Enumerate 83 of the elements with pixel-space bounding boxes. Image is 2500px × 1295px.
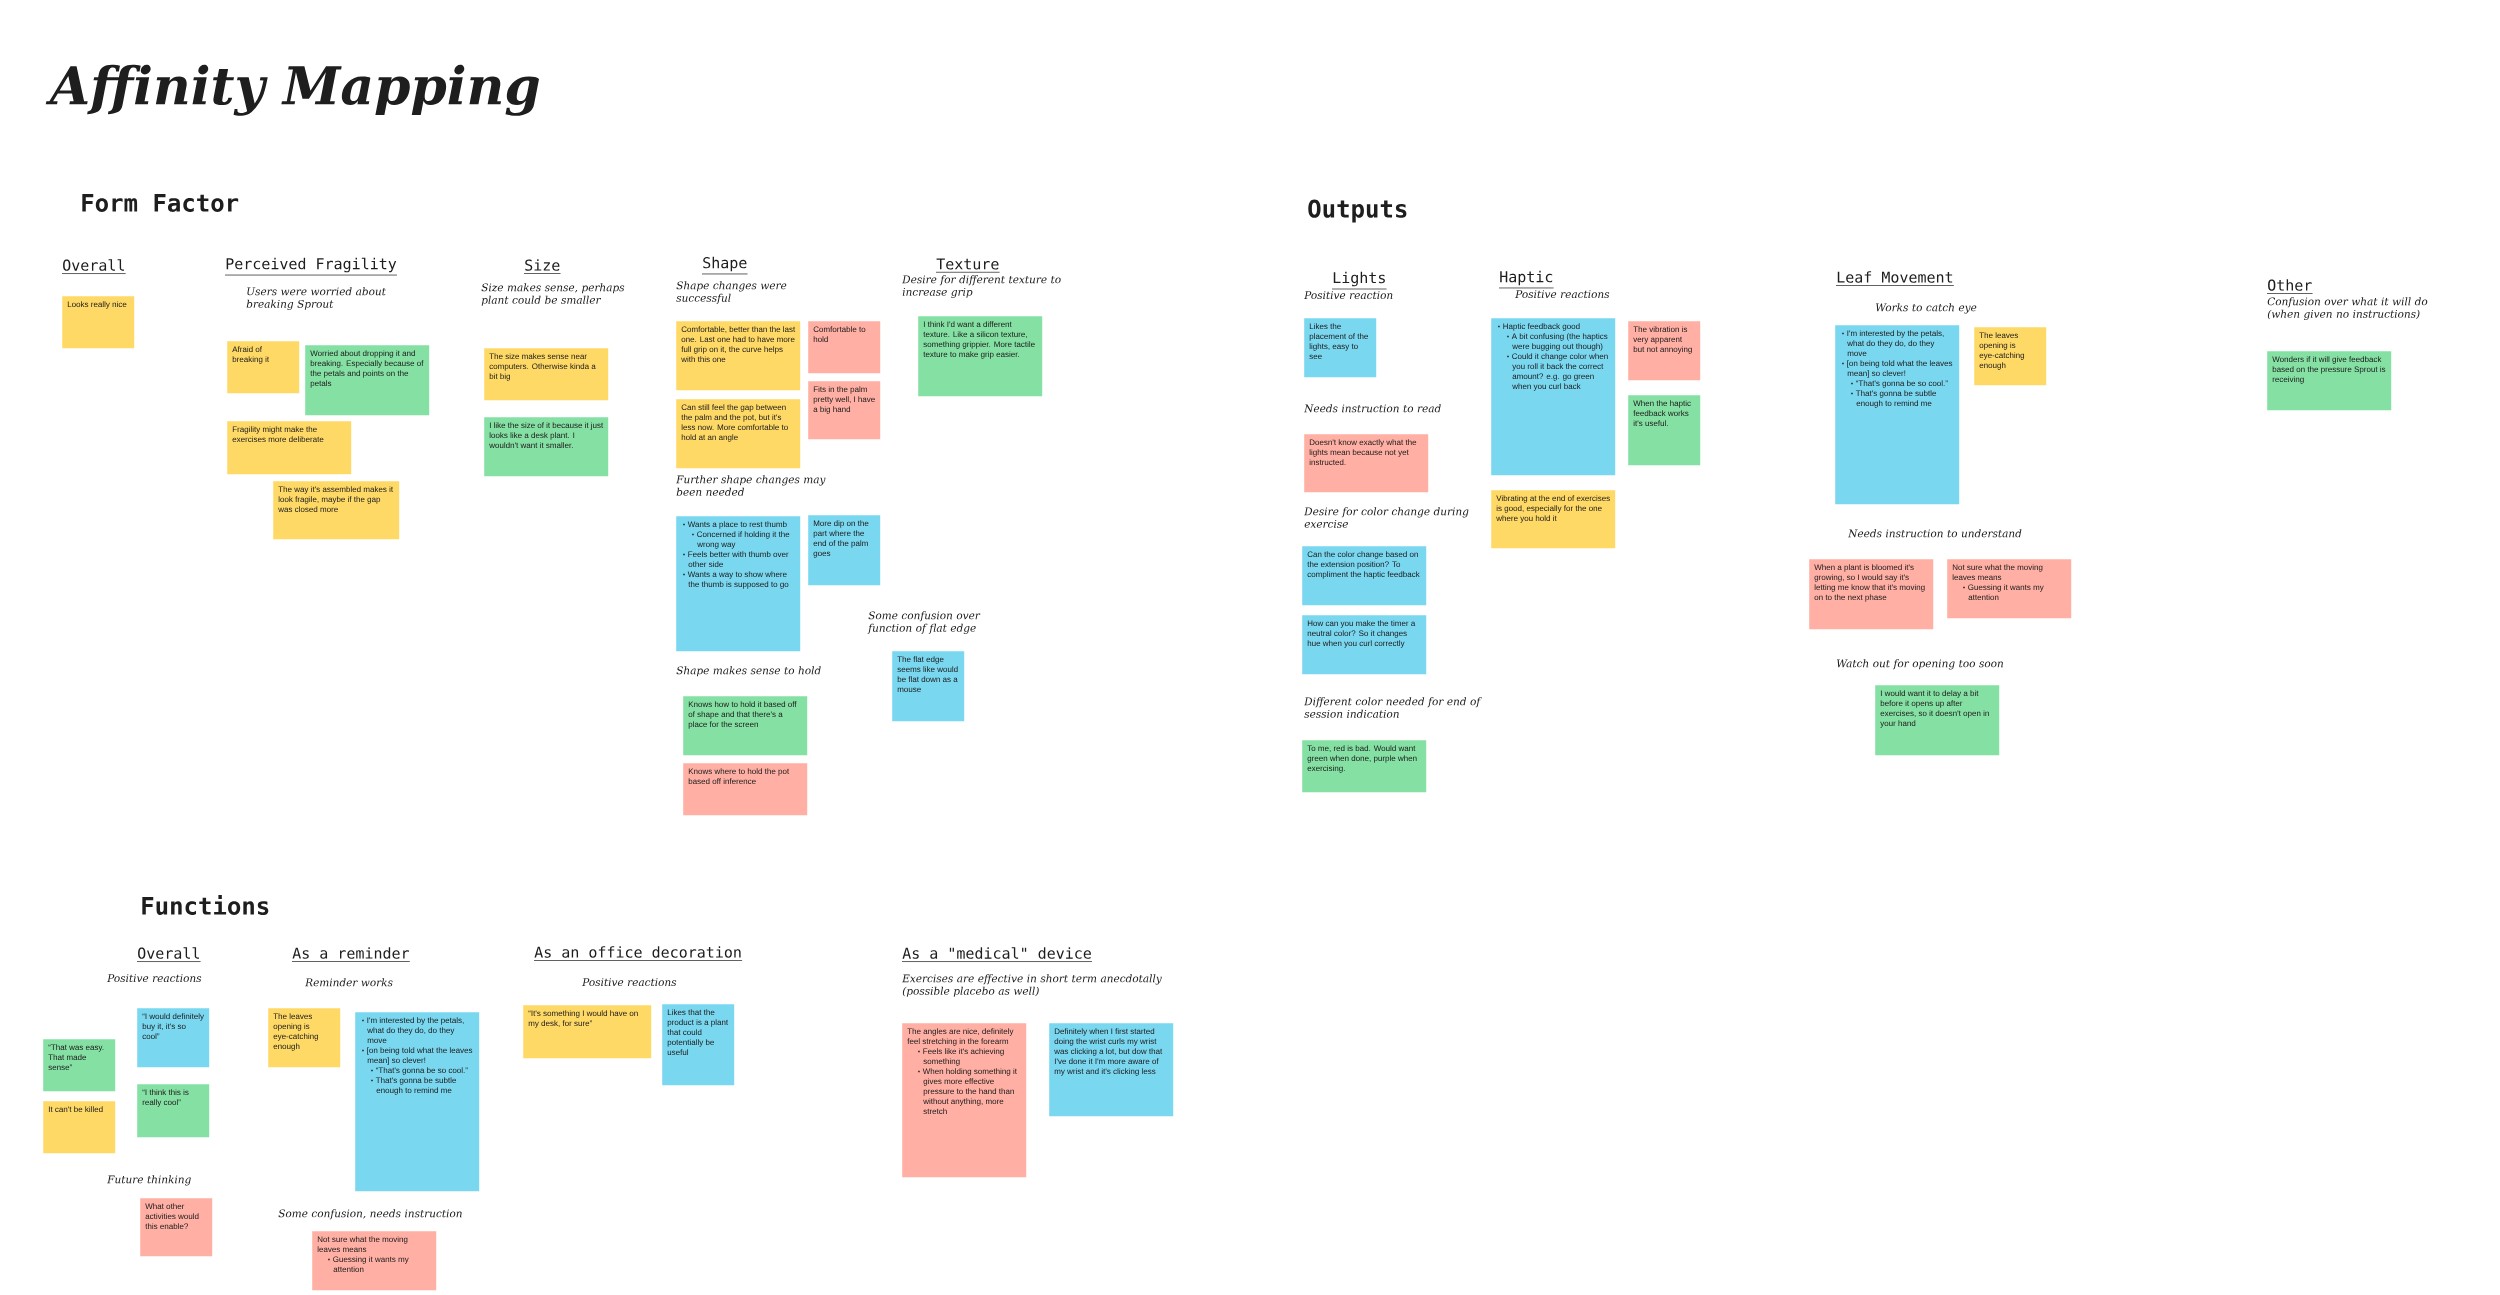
sticky-note: Can still feel the gap between the palm and the pot, but it's less now. More comfortable to hold at an angle xyxy=(676,399,801,469)
sticky-note: Worried about dropping it and breaking. Especially because of the petals and points on the petals xyxy=(305,345,430,416)
cluster-caption: Further shape changes may been needed xyxy=(676,475,826,496)
cluster-caption: Users were worried about breaking Sprout xyxy=(246,287,386,310)
sticky-note: The leaves opening is eye-catching enough xyxy=(1974,327,2047,386)
cluster-caption: Needs instruction to read xyxy=(1304,404,1441,413)
column-heading: Lights xyxy=(1331,271,1387,290)
cluster-caption: Desire for different texture to increase grip xyxy=(902,275,1061,298)
cluster-caption: Shape makes sense to hold xyxy=(676,666,821,677)
column-heading: As a reminder xyxy=(291,947,411,962)
section-heading: Form Factor xyxy=(82,194,239,212)
cluster-caption: Confusion over what it will do (when given no instructions) xyxy=(2267,297,2428,320)
sticky-note: Likes the placement of the lights, easy to see xyxy=(1304,318,1377,378)
cluster-caption: Shape changes were successful xyxy=(676,281,787,304)
column-heading: Texture xyxy=(935,258,1000,273)
sticky-note: I like the size of it because it just looks like a desk plant. I wouldn't want it smaller. xyxy=(484,417,609,477)
cluster-caption: Different color needed for end of session indication xyxy=(1304,697,1482,718)
cluster-caption: Positive reactions xyxy=(107,974,202,983)
sticky-note: The angles are nice, definitely feel stretching in the forearm Feels like it's achieving something When holding something it gives more effective pressure to the hand than without anything, more stretch xyxy=(902,1023,1027,1178)
cluster-caption: Positive reactions xyxy=(1515,290,1610,299)
sticky-note: More dip on the part where the end of the palm goes xyxy=(808,515,881,586)
sticky-note: Knows how to hold it based off of shape and that there's a place for the screen xyxy=(683,696,808,756)
sticky-note: When the haptic feedback works it's useful. xyxy=(1628,395,1701,466)
sticky-note: The vibration is very apparent but not annoying xyxy=(1628,321,1701,381)
section-heading: Outputs xyxy=(1308,199,1407,223)
cluster-caption: Some confusion over function of flat edge xyxy=(867,611,981,634)
column-heading: As an office decoration xyxy=(533,946,743,961)
sticky-note: Likes that the product is a plant that could potentially be useful xyxy=(662,1004,735,1086)
cluster-caption: Needs instruction to understand xyxy=(1848,529,2022,538)
cluster-caption: Size makes sense, perhaps plant could be smaller xyxy=(481,283,625,306)
cluster-caption: Exercises are effective in short term anecdotally (possible placebo as well) xyxy=(902,974,1162,997)
column-heading: Size xyxy=(523,259,561,274)
sticky-note: I would want it to delay a bit before it opens up after exercises, so it doesn't open in your hand xyxy=(1875,685,2000,756)
sticky-note: Looks really nice xyxy=(62,296,135,349)
cluster-caption: Positive reaction xyxy=(1304,291,1393,300)
sticky-note: Not sure what the moving leaves means Guessing it wants my attention xyxy=(312,1231,437,1291)
sticky-note: Afraid of breaking it xyxy=(227,341,300,394)
sticky-note: To me, red is bad. Would want green when done, purple when exercising. xyxy=(1302,740,1427,793)
sticky-note: Wants a place to rest thumb Concerned if holding it the wrong way Feels better with thumb over other side Wants a way to show where the thumb is supposed to go xyxy=(676,516,801,652)
cluster-caption: Desire for color change during exercise xyxy=(1304,507,1469,528)
sticky-note: How can you make the timer a neutral color? So it changes hue when you curl correctly xyxy=(1302,615,1427,675)
sticky-note: I'm interested by the petals, what do they do, do they move [on being told what the leaves mean] so clever! “That's gonna be so cool.” That's gonna be subtle enough to remind me xyxy=(355,1012,480,1192)
sticky-note: The leaves opening is eye-catching enough xyxy=(268,1008,341,1068)
sticky-note: Vibrating at the end of exercises is good, especially for the one where you hold it xyxy=(1491,490,1616,549)
column-heading: Other xyxy=(2266,279,2313,294)
sticky-note: “I would definitely buy it, it's so cool” xyxy=(137,1008,210,1068)
sticky-note: Fragility might make the exercises more deliberate xyxy=(227,421,352,475)
sticky-note: Can the color change based on the extension position? To compliment the haptic feedback xyxy=(1302,546,1427,606)
sticky-note: Haptic feedback good A bit confusing (the haptics were bugging out though) Could it change color when you roll it back the correct amount? e.g. go green when you curl back xyxy=(1491,318,1616,476)
column-heading: Overall xyxy=(61,259,126,274)
column-heading: Leaf Movement xyxy=(1835,271,1955,286)
sticky-note: The way it's assembled makes it look fragile, maybe if the gap was closed more xyxy=(273,481,400,540)
cluster-caption: Watch out for opening too soon xyxy=(1836,659,2003,670)
cluster-caption: Works to catch eye xyxy=(1875,303,1977,314)
sticky-note: “I think this is really cool” xyxy=(137,1084,210,1138)
sticky-note: “It's something I would have on my desk, for sure” xyxy=(523,1005,652,1059)
sticky-note: The flat edge seems like would be flat down as a mouse xyxy=(892,651,965,722)
sticky-note: I'm interested by the petals, what do they do, do they move [on being told what the leaves mean] so clever! “That's gonna be so cool.” That's gonna be subtle enough to remind me xyxy=(1835,325,1960,505)
sticky-note: It can't be killed xyxy=(43,1101,116,1154)
sticky-note: Fits in the palm pretty well, I have a big hand xyxy=(808,381,881,440)
sticky-note: What other activities would this enable? xyxy=(140,1198,213,1257)
sticky-note: I think I'd want a different texture. Like a silicon texture, something grippier. More tactile texture to make grip easier. xyxy=(918,316,1043,397)
section-heading: Functions xyxy=(142,895,269,915)
column-heading: Haptic xyxy=(1498,270,1554,289)
cluster-caption: Future thinking xyxy=(107,1175,191,1186)
sticky-note: Definitely when I first started doing the wrist curls my wrist was clicking a lot, but dow that I've done it I'm more aware of my wrist and it's clicking less xyxy=(1049,1023,1174,1117)
sticky-note: When a plant is bloomed it's growing, so I would say it's letting me know that it's moving on to the next phase xyxy=(1809,559,1934,630)
sticky-note: Comfortable to hold xyxy=(808,321,881,374)
sticky-note: The size makes sense near computers. Otherwise kinda a bit big xyxy=(484,348,609,401)
sticky-note: Wonders if it will give feedback based on the pressure Sprout is receiving xyxy=(2267,351,2392,411)
cluster-caption: Positive reactions xyxy=(582,978,677,987)
cluster-caption: Some confusion, needs instruction xyxy=(278,1209,462,1220)
column-heading: Overall xyxy=(136,947,201,962)
column-heading: Shape xyxy=(701,256,748,275)
title: Affinity Mapping xyxy=(45,64,539,116)
sticky-note: Knows where to hold the pot based off inference xyxy=(683,763,808,816)
sticky-note: Not sure what the moving leaves means Guessing it wants my attention xyxy=(1947,559,2072,619)
column-heading: As a "medical" device xyxy=(901,947,1093,962)
cluster-caption: Reminder works xyxy=(305,978,393,987)
sticky-note: Doesn't know exactly what the lights mean because not yet instructed. xyxy=(1304,434,1429,493)
sticky-note: Comfortable, better than the last one. Last one had to have more full grip on it, the curve helps with this one xyxy=(676,321,801,391)
sticky-note: “That was easy. That made sense” xyxy=(43,1039,116,1092)
column-heading: Perceived Fragility xyxy=(224,257,398,276)
